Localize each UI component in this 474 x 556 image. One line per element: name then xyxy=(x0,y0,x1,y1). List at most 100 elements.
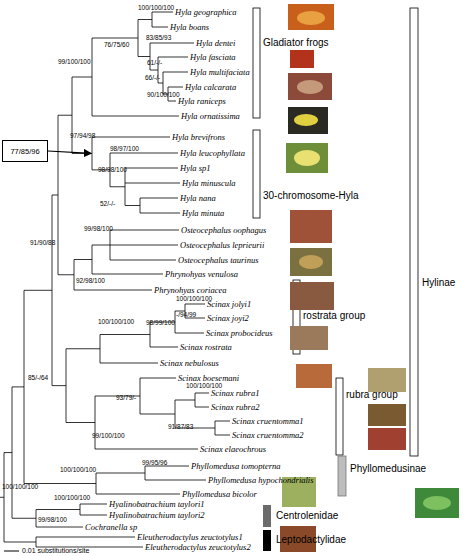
tree-branch xyxy=(125,168,178,169)
clade-bar xyxy=(253,8,260,118)
tree-branch xyxy=(195,393,209,394)
taxon-name: Eleutherodactylus zeuctotylus1 xyxy=(137,531,243,543)
taxon-name: Scinax cruentomma2 xyxy=(232,429,304,441)
tree-branch xyxy=(152,12,173,13)
tree-branch xyxy=(0,497,4,498)
scale-label: 0.01 substitutions/site xyxy=(22,545,89,556)
support-value: -/94/99 xyxy=(176,309,196,321)
clade-bar xyxy=(253,130,260,218)
tree-branch xyxy=(4,542,36,543)
support-value: 98/99/100 xyxy=(146,317,175,329)
tree-branch xyxy=(110,245,178,246)
support-value: 99/98/100 xyxy=(38,514,67,526)
taxon-name: Hyla minuta xyxy=(182,207,224,219)
group-label: Gladiator frogs xyxy=(263,37,329,49)
taxon-name: Hyla minuscula xyxy=(182,177,236,189)
taxon-name: Hyla ornatissima xyxy=(181,110,240,122)
taxon-name: Hyla fasciata xyxy=(190,51,236,63)
support-box: 77/85/96 xyxy=(2,140,48,162)
frog-photo xyxy=(286,143,328,173)
taxon-name: Scinax probocideus xyxy=(206,327,273,339)
frog-photo xyxy=(290,50,314,68)
tree-branch xyxy=(100,363,158,364)
tree-branch xyxy=(80,504,107,505)
frog-photo xyxy=(296,364,332,388)
support-value: 91/90/88 xyxy=(30,237,55,249)
support-value: 99/98/100 xyxy=(84,223,113,235)
support-value: 92/98/100 xyxy=(76,275,105,287)
frog-photo xyxy=(297,80,323,94)
taxon-name: Hyla brevifrons xyxy=(172,131,225,143)
tree-branch xyxy=(163,72,188,73)
tree-branch xyxy=(175,333,204,334)
tree-branch xyxy=(158,57,188,58)
tree-branch xyxy=(4,452,12,453)
clade-bar xyxy=(338,456,346,496)
frog-photo xyxy=(294,150,320,166)
support-value: 100/100/100 xyxy=(186,380,222,392)
group-label: rubra group xyxy=(346,389,398,401)
tree-branch xyxy=(150,43,194,44)
frog-photo xyxy=(290,210,332,243)
taxon-name: Hyalinobatrachium taylori2 xyxy=(109,509,205,521)
tree-branch xyxy=(92,137,170,138)
support-value: 100/100/100 xyxy=(60,464,96,476)
frog-photo xyxy=(415,488,459,518)
taxon-name: Osteocephalus oophagus xyxy=(181,224,266,236)
tree-branch xyxy=(66,422,95,423)
frog-photo xyxy=(423,496,451,510)
taxon-name: Eleutherodactylus zeuctotylus2 xyxy=(145,541,251,553)
tree-branch xyxy=(140,414,175,415)
tree-branch xyxy=(36,509,80,510)
taxon-name: Scinax rostrata xyxy=(180,341,232,353)
tree-branch xyxy=(110,230,179,231)
tree-branch xyxy=(92,116,179,117)
group-label: Centrolenidae xyxy=(276,510,338,522)
support-value: 77/85/96 xyxy=(10,147,39,156)
tree-branch xyxy=(110,260,176,261)
tree-branch xyxy=(125,183,180,184)
frog-photo xyxy=(294,114,318,126)
tree-branch xyxy=(140,213,180,214)
clade-bar xyxy=(263,530,271,551)
clade-bar xyxy=(263,505,271,527)
taxon-name: Hyla nana xyxy=(180,192,216,204)
taxon-name: Hyla boans xyxy=(170,21,209,33)
taxon-name: Phyllomedusa bicolor xyxy=(182,488,257,500)
tree-branch xyxy=(74,290,152,291)
support-value: 99/100/100 xyxy=(58,56,91,68)
support-value: 100/100/100 xyxy=(98,316,134,328)
taxon-name: Phyllomedusa hypochondrialis xyxy=(208,474,314,486)
leader-arrow xyxy=(48,151,91,153)
tree-branch xyxy=(36,527,83,528)
tree-branch xyxy=(185,304,205,305)
taxon-name: Scinax joyi2 xyxy=(207,312,249,324)
frog-photo xyxy=(368,428,406,450)
tree-branch xyxy=(125,205,140,206)
support-value: 100/100/100 xyxy=(138,2,174,14)
tree-branch xyxy=(140,198,178,199)
tree-branch xyxy=(150,70,158,71)
tree-branch xyxy=(110,153,178,154)
taxon-name: Scinax cruentomma1 xyxy=(232,415,304,427)
support-value: 85/-/64 xyxy=(28,372,48,384)
tree-branch xyxy=(12,386,24,387)
tree-branch xyxy=(92,274,163,275)
taxon-name: Phrynohyas venulosa xyxy=(165,268,238,280)
tree-branch xyxy=(152,27,168,28)
tree-branch xyxy=(92,38,138,39)
support-value: 76/75/60 xyxy=(104,39,129,51)
support-value: 100/100/100 xyxy=(2,481,38,493)
support-value: 61/-/- xyxy=(147,57,162,69)
tree-branch xyxy=(74,259,92,260)
tree-branch xyxy=(52,194,58,195)
frog-photo xyxy=(290,326,328,350)
taxon-name: Osteocephalus leprieurii xyxy=(180,239,264,251)
taxon-name: Cochranella sp xyxy=(85,521,137,533)
taxon-name: Scinax nebulosus xyxy=(160,357,219,369)
taxon-name: Scinax rubra2 xyxy=(211,401,259,413)
support-value: 99/95/96 xyxy=(142,457,167,469)
support-value: 52/-/- xyxy=(100,198,115,210)
tree-branch xyxy=(58,115,72,116)
